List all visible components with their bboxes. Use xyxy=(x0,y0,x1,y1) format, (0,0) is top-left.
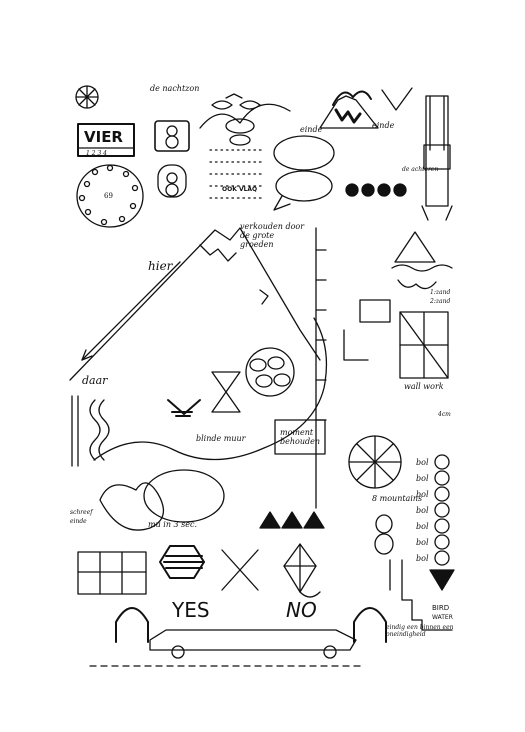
volcano xyxy=(319,90,379,129)
v-mark xyxy=(381,87,413,111)
blob-shapes xyxy=(99,469,225,531)
label-bol-6: bol xyxy=(416,538,429,547)
dotted-grid xyxy=(209,149,266,199)
label-bol-4: bol xyxy=(416,506,429,515)
bracket-rack xyxy=(315,227,391,509)
goggles-chain xyxy=(345,183,407,197)
spoke-wheel xyxy=(348,435,402,489)
label-vier: VIER xyxy=(84,128,123,146)
label-moment: moment behouden xyxy=(280,428,320,446)
label-hier: hier xyxy=(148,259,173,273)
label-zand: 1:zand 2:zand xyxy=(430,289,451,305)
staircase xyxy=(389,559,453,631)
clock-face xyxy=(76,164,144,228)
label-yes: YES xyxy=(172,598,210,622)
label-bol-7: bol xyxy=(416,554,429,563)
bottom-grid xyxy=(77,551,147,595)
label-daar: daar xyxy=(82,374,108,387)
diagonal-arrow xyxy=(81,261,181,361)
bol-tower xyxy=(429,454,455,591)
figure-eight xyxy=(374,514,394,555)
limousine xyxy=(149,629,357,659)
wave-mountain xyxy=(391,231,453,290)
label-clock-center: 69 xyxy=(104,192,113,200)
kite xyxy=(283,543,321,598)
label-einde-2: einde xyxy=(372,121,395,130)
label-eindig: eindig een binnen een oneindigheid xyxy=(386,624,454,638)
label-verkouden: verkouden door de grote groeden xyxy=(240,222,305,249)
loop-line xyxy=(93,317,328,461)
small-mountains xyxy=(259,511,325,529)
hexagon-stack xyxy=(159,545,205,579)
vertebrae xyxy=(71,395,110,467)
label-wall-work: wall work xyxy=(404,382,444,391)
eight-box xyxy=(154,120,190,198)
label-bol-5: bol xyxy=(416,522,429,531)
oval-circle xyxy=(245,347,295,397)
night-sun xyxy=(199,93,291,146)
label-blinde-muur: blinde muur xyxy=(196,434,246,443)
label-vier-digits: 1 2 3 4 xyxy=(86,150,107,157)
label-schaal: 4cm xyxy=(438,411,451,418)
x-shape xyxy=(221,549,259,591)
label-bird: BIRD xyxy=(432,604,450,612)
geometric-square xyxy=(399,311,449,379)
speech-bubbles xyxy=(273,135,335,211)
label-water: WATER xyxy=(432,614,453,621)
vier-sign xyxy=(77,123,135,157)
label-bol-2: bol xyxy=(416,474,429,483)
label-nachtzon: de nachtzon xyxy=(150,84,200,93)
swing-frame xyxy=(421,95,453,221)
compass-wheel xyxy=(75,85,99,109)
arches xyxy=(115,607,387,643)
label-bol-3: bol xyxy=(416,490,429,499)
label-achteren: de achteren xyxy=(402,166,439,173)
label-eind-left: schreef einde xyxy=(70,509,93,525)
label-no: NO xyxy=(286,598,317,622)
label-ook-vlaq: OOK VLAQ xyxy=(222,186,258,193)
label-bol-1: bol xyxy=(416,458,429,467)
label-mountains: 8 mountains xyxy=(372,494,423,503)
label-mu-in: mu in 3 sec. xyxy=(148,520,198,529)
moment-box xyxy=(274,419,326,455)
hourglass xyxy=(167,371,241,417)
big-mountain xyxy=(69,227,321,381)
label-einde-1: einde xyxy=(300,125,323,134)
